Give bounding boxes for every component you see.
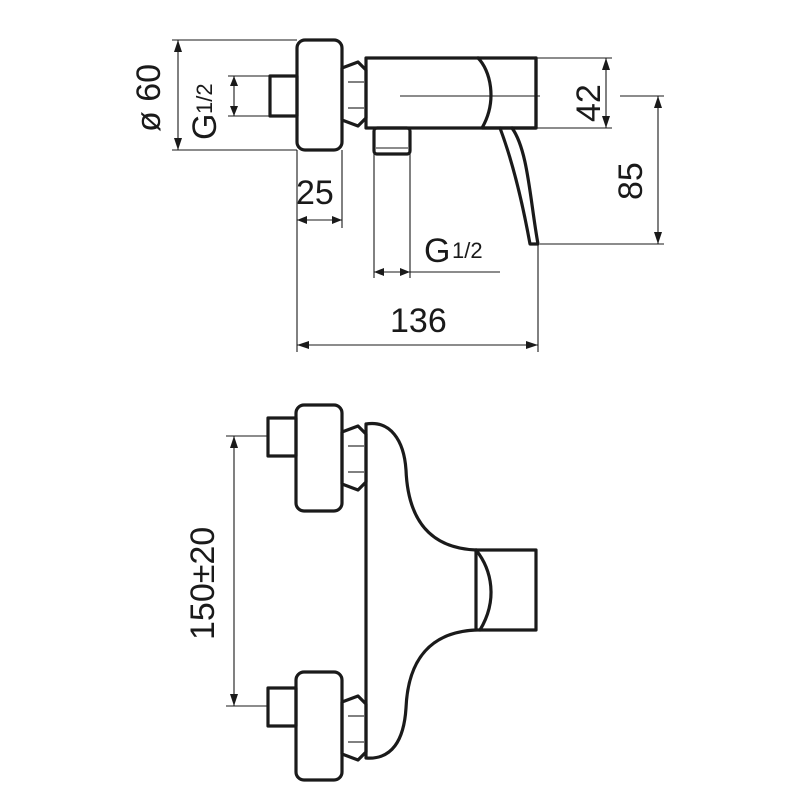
front-upper-flange (294, 403, 344, 513)
front-upper-stub (266, 416, 298, 458)
arrow (297, 341, 309, 349)
side-wall-flange (295, 38, 344, 152)
side-hex-nut (340, 60, 368, 128)
arrow (230, 106, 238, 116)
arrow (174, 138, 182, 150)
total-depth-label: 136 (390, 302, 447, 340)
front-view (266, 403, 538, 782)
arrow (174, 40, 182, 52)
spout-height-label: 85 (612, 162, 650, 200)
side-view (268, 38, 540, 246)
side-lever-handle (498, 126, 540, 246)
front-lever-curve (474, 548, 493, 632)
dim-body-height: 42 (536, 57, 612, 129)
body-height-label: 42 (570, 84, 608, 122)
dim-spout-height: 85 (540, 95, 664, 245)
front-lever (474, 548, 538, 632)
arrow (400, 268, 410, 276)
arrow (230, 76, 238, 86)
front-mixer-body (364, 421, 478, 760)
arrow (230, 694, 238, 706)
dim-outlet-thread: G 1/2 (373, 154, 500, 278)
arrow (332, 216, 342, 224)
arrow (230, 436, 238, 448)
inlet-thread-fraction: 1/2 (192, 83, 217, 114)
arrow (374, 268, 384, 276)
arrow (602, 116, 610, 128)
dim-total-depth: 136 (296, 228, 539, 352)
outlet-thread-label: G (424, 232, 450, 270)
arrow (526, 341, 538, 349)
arrow (602, 58, 610, 70)
outlet-thread-fraction: 1/2 (452, 238, 483, 263)
dim-nut-width: 25 (296, 150, 343, 228)
side-outlet (372, 126, 412, 156)
front-lower-stub (266, 686, 298, 728)
dim-inlet-thread: G 1/2 (186, 75, 270, 140)
side-inlet-stub (268, 74, 299, 118)
side-lever-top (476, 56, 538, 130)
front-upper-nut (340, 424, 368, 492)
dim-center-distance: 150±20 (184, 435, 268, 707)
nut-width-label: 25 (296, 174, 334, 212)
front-lower-flange (294, 670, 344, 782)
center-distance-label: 150±20 (184, 527, 222, 640)
arrow (654, 232, 662, 244)
side-mixer-body (364, 56, 538, 130)
inlet-thread-label: G (186, 114, 224, 140)
arrow (654, 96, 662, 108)
diameter-label: ø 60 (130, 64, 168, 132)
dim-diameter: ø 60 (130, 39, 297, 151)
arrow (297, 216, 307, 224)
front-lower-nut (340, 694, 368, 762)
